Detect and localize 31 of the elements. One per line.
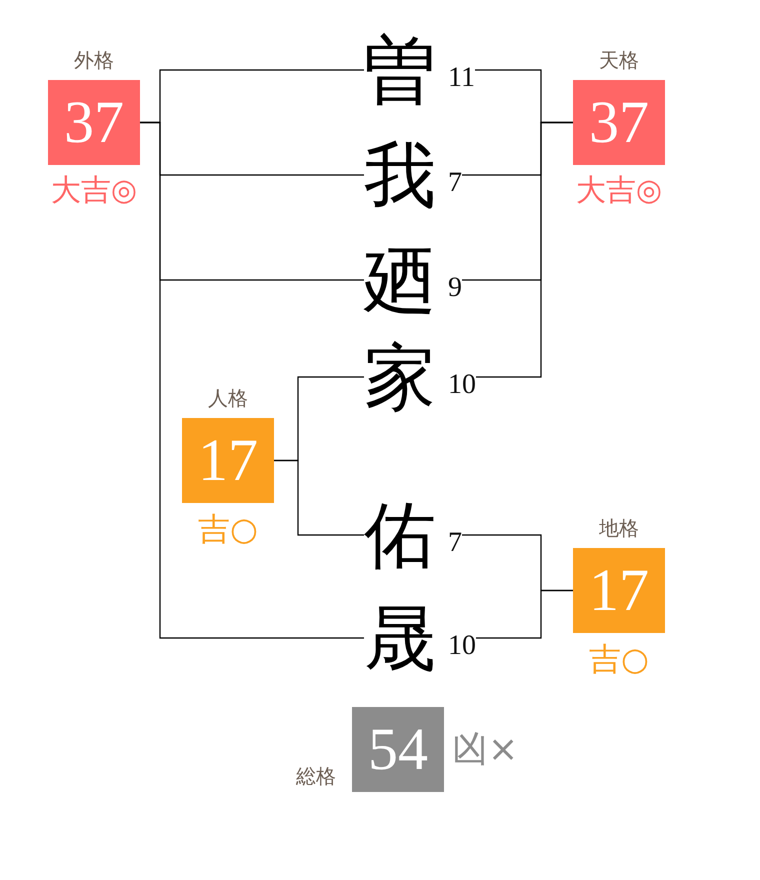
score-box: 17	[182, 418, 274, 503]
connector-line	[274, 460, 364, 536]
fortune-rating: 吉○	[589, 641, 649, 677]
fortune-rating: 大吉◎	[576, 173, 662, 209]
name-character: 家	[364, 337, 436, 417]
name-character: 廼	[364, 240, 436, 320]
stroke-count: 10	[448, 369, 476, 401]
score-box: 37	[573, 80, 665, 165]
name-character: 佑	[364, 495, 436, 575]
connector-line	[476, 122, 573, 378]
stroke-count: 7	[448, 527, 462, 559]
score-box: 17	[573, 548, 665, 633]
name-character: 曽	[364, 30, 436, 110]
fortune-rating: 凶×	[452, 732, 518, 768]
stroke-count: 10	[448, 630, 476, 662]
stroke-count: 9	[448, 272, 462, 304]
name-character: 我	[364, 135, 436, 215]
connector-line	[140, 122, 364, 639]
fortune-rating: 吉○	[198, 511, 258, 547]
name-character: 晟	[364, 598, 436, 678]
stroke-count: 7	[448, 167, 462, 199]
stroke-count: 11	[448, 62, 475, 94]
grade-heading: 外格	[74, 48, 114, 72]
grade-heading: 人格	[208, 386, 248, 410]
grade-heading: 天格	[599, 48, 639, 72]
grade-heading: 地格	[599, 516, 639, 540]
fortune-rating: 大吉◎	[50, 173, 138, 209]
connector-line	[476, 590, 573, 639]
score-box: 37	[48, 80, 140, 165]
score-box: 54	[352, 707, 444, 792]
grade-heading: 総格	[296, 764, 336, 788]
